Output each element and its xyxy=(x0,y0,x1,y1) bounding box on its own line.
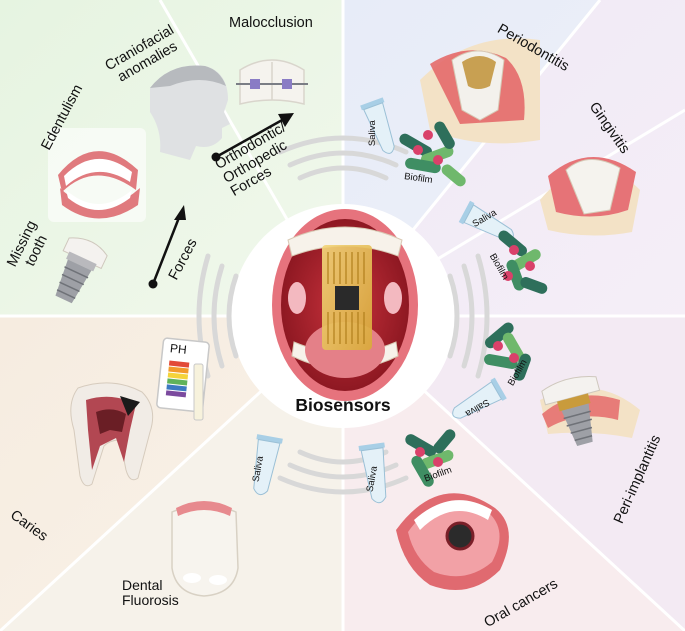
saliva-tube-1 xyxy=(360,97,395,154)
biofilm-cluster-4 xyxy=(405,429,456,487)
saliva-label-1: Saliva xyxy=(366,120,378,147)
orthodontic-arrow-icon xyxy=(211,113,294,162)
saliva-tube-3 xyxy=(452,377,507,419)
label-malocclusion: Malocclusion xyxy=(229,15,313,31)
oral-cancer-mouth-icon xyxy=(396,493,509,590)
braces-icon xyxy=(236,59,308,105)
segment-right-lilac xyxy=(343,0,685,316)
gingivitis-tooth-icon xyxy=(540,156,640,236)
biofilm-cluster-3 xyxy=(484,322,531,381)
dentures-icon xyxy=(48,128,146,222)
periodontitis-tooth-icon xyxy=(420,38,540,144)
peri-implant-icon xyxy=(540,375,640,446)
biofilm-cluster-2 xyxy=(498,230,548,294)
forces-arrow-icon xyxy=(148,205,186,289)
caries-tooth-icon xyxy=(70,382,154,487)
head-profile-icon xyxy=(150,65,230,160)
saliva-tube-4 xyxy=(358,442,387,504)
ph-strip-icon xyxy=(156,337,210,421)
biosensors-title: Biosensors xyxy=(295,395,391,415)
label-dental-fluorosis: Dental Fluorosis xyxy=(122,577,179,609)
ph-label: PH xyxy=(169,341,188,357)
fluorosis-tooth-icon xyxy=(171,501,239,597)
saliva-tube-5 xyxy=(253,434,283,496)
biosensor-chip-icon xyxy=(322,245,372,350)
biofilm-cluster-1 xyxy=(399,121,466,187)
dental-implant-icon xyxy=(55,237,108,304)
